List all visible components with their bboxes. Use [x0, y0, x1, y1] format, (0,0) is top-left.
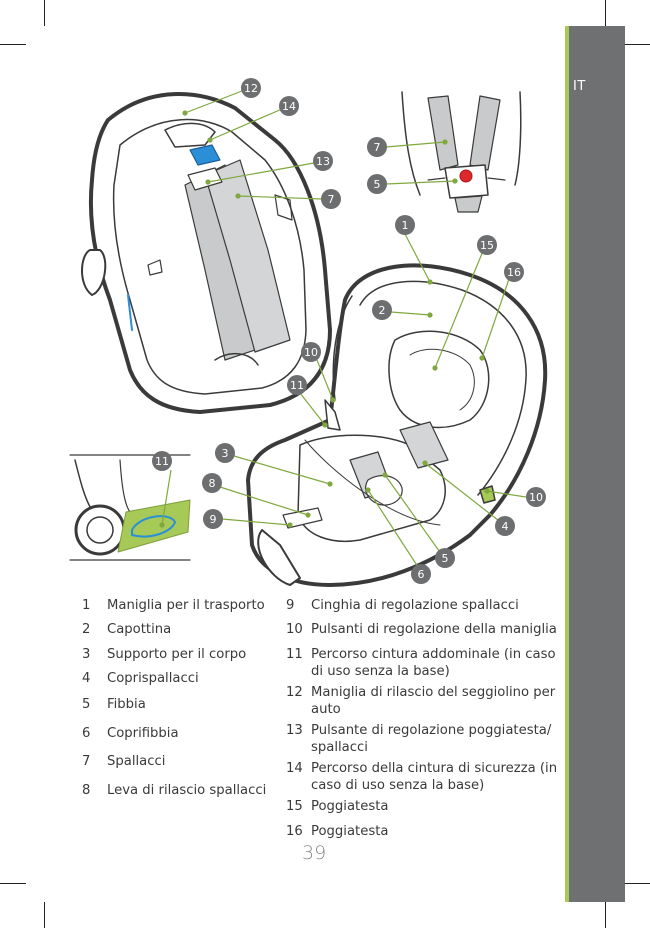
callout-number: 6 [418, 568, 425, 581]
legend-number: 14 [286, 761, 303, 776]
crop-mark [44, 902, 45, 928]
callout-circle [287, 375, 307, 395]
callout-circle [241, 78, 261, 98]
legend-number: 8 [82, 783, 91, 798]
legend-number: 9 [286, 598, 295, 613]
legend-number: 5 [82, 697, 91, 712]
legend-text: caso di uso senza la base) [311, 778, 485, 793]
crop-mark [44, 0, 45, 26]
crop-mark [0, 883, 26, 884]
callout-circle [203, 509, 223, 529]
callout-number: 5 [442, 552, 449, 565]
callout-number: 15 [480, 239, 494, 252]
legend-text: Pulsante di regolazione poggiatesta/ [311, 723, 552, 738]
callout-number: 11 [290, 379, 304, 392]
callout-circle [411, 564, 431, 584]
callout-circle [152, 451, 172, 471]
callout-number: 2 [379, 304, 386, 317]
page-number: 39 [302, 842, 327, 864]
callout-circle [372, 300, 392, 320]
legend-text: Poggiatesta [311, 799, 389, 814]
legend-text: Cinghia di regolazione spallacci [311, 598, 519, 613]
callout-number: 1 [402, 219, 409, 232]
legend-text: Pulsanti di regolazione della maniglia [311, 622, 557, 637]
callout-number: 10 [529, 491, 543, 504]
legend-text: auto [311, 702, 341, 717]
legend-text: di uso senza la base) [311, 664, 450, 679]
legend-text: Fibbia [107, 697, 146, 712]
legend-text: Percorso della cintura di sicurezza (in [311, 761, 558, 776]
language-sidebar [569, 26, 625, 902]
callout-circle [526, 487, 546, 507]
legend-number: 13 [286, 723, 303, 738]
legend-number: 15 [286, 799, 303, 814]
callout-circle [504, 262, 524, 282]
sidebar-accent-stripe [565, 26, 569, 902]
callout-circle [367, 174, 387, 194]
legend-text: Percorso cintura addominale (in caso [311, 647, 556, 662]
callout-circle [279, 96, 299, 116]
seat-front-view [246, 263, 548, 587]
seat-rear-view [81, 92, 332, 414]
callout-number: 3 [222, 447, 229, 460]
callout-circle [367, 137, 387, 157]
legend-number: 16 [286, 824, 303, 839]
callout-circle [395, 215, 415, 235]
legend-text: Capottina [107, 622, 172, 637]
callout-number: 13 [316, 155, 330, 168]
legend-number: 2 [82, 622, 91, 637]
legend-text: Coprifibbia [107, 726, 179, 741]
callout-circle [202, 473, 222, 493]
callout-number: 11 [155, 455, 169, 468]
crop-mark [605, 0, 606, 26]
callout-circle [495, 516, 515, 536]
legend-text: Maniglia per il trasporto [107, 598, 265, 613]
callout-number: 14 [282, 100, 296, 113]
belt-path-detail [69, 454, 191, 561]
callout-circle [477, 235, 497, 255]
legend-text: Coprispallacci [107, 671, 199, 686]
callout-number: 7 [374, 141, 381, 154]
callout-circle [301, 342, 321, 362]
legend-text: Supporto per il corpo [107, 647, 247, 662]
callout-circle [215, 443, 235, 463]
callout-number: 4 [502, 520, 509, 533]
crop-mark [624, 44, 650, 45]
callout-number: 10 [304, 346, 318, 359]
harness-detail [401, 91, 522, 213]
legend-text: spallacci [311, 740, 368, 755]
legend-text: Maniglia di rilascio del seggiolino per [311, 685, 556, 700]
legend-number: 11 [286, 647, 303, 662]
legend-text: Leva di rilascio spallacci [107, 783, 267, 798]
legend-number: 6 [82, 726, 91, 741]
callout-circle [313, 151, 333, 171]
legend-text: Poggiatesta [311, 824, 389, 839]
legend-number: 4 [82, 671, 91, 686]
crop-mark [624, 883, 650, 884]
legend-number: 3 [82, 647, 91, 662]
callout-number: 16 [507, 266, 521, 279]
callout-circle [321, 189, 341, 209]
crop-mark [0, 44, 26, 45]
legend-right: 9 Cinghia di regolazione spallacci 10 Pu… [286, 597, 558, 842]
callout-number: 8 [209, 477, 216, 490]
legend-number: 10 [286, 622, 303, 637]
callout-number: 7 [328, 193, 335, 206]
legend-left: 1 Maniglia per il trasporto 2 Capottina … [82, 597, 282, 807]
legend-text: Spallacci [107, 754, 166, 769]
callout-number: 12 [244, 82, 258, 95]
language-tab-label: IT [573, 79, 586, 94]
callout-number: 5 [374, 178, 381, 191]
legend-number: 7 [82, 754, 91, 769]
crop-mark [605, 902, 606, 928]
callout-circle [435, 548, 455, 568]
callout-number: 9 [210, 513, 217, 526]
legend-number: 1 [82, 598, 91, 613]
legend-number: 12 [286, 685, 303, 700]
